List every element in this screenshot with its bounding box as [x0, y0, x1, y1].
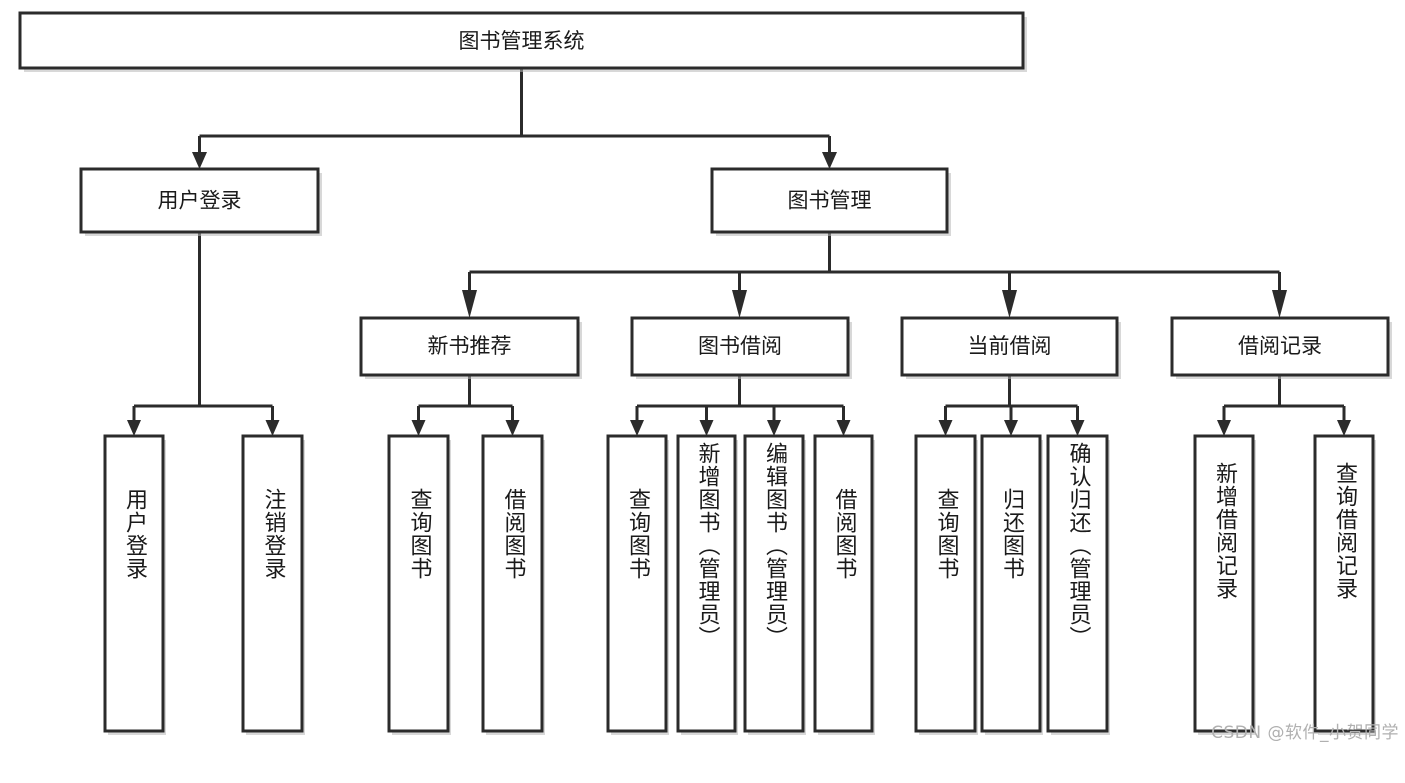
flowchart-canvas: 图书管理系统 用户登录 图书管理 新书推荐 [18, 11, 1399, 743]
node-level2-borrow-records[interactable]: 借阅记录 [1170, 316, 1392, 379]
node-leaf-query-borrow-record[interactable] [1313, 434, 1376, 735]
node-level2-current-borrow-label: 当前借阅 [968, 334, 1052, 358]
connector-layer [127, 68, 1351, 436]
connector-current-to-leaves [938, 375, 1085, 436]
node-level2-book-borrow[interactable]: 图书借阅 [630, 316, 852, 379]
node-leaf-user-login[interactable] [103, 434, 166, 735]
connector-root-to-level1 [192, 68, 837, 169]
csdn-watermark: CSDN @软件_小贺同学 [1211, 723, 1399, 743]
node-leaf-edit-book-admin[interactable] [743, 434, 806, 735]
node-level2-current-borrow[interactable]: 当前借阅 [900, 316, 1121, 379]
node-root[interactable]: 图书管理系统 [18, 11, 1027, 72]
leaf-boxes [103, 434, 1376, 735]
node-leaf-confirm-return-admin[interactable] [1046, 434, 1110, 735]
node-root-label: 图书管理系统 [459, 29, 585, 53]
node-leaf-logout[interactable] [241, 434, 305, 735]
node-leaf-query-book-rec[interactable] [387, 434, 451, 735]
connector-userlogin-to-leaves [127, 232, 280, 436]
node-leaf-return-book[interactable] [980, 434, 1043, 735]
node-leaf-borrow-book[interactable] [813, 434, 875, 735]
node-level2-new-book-recommend-label: 新书推荐 [428, 334, 512, 358]
connector-bookmgmt-to-level2 [462, 232, 1287, 318]
node-leaf-query-book-borrow[interactable] [606, 434, 669, 735]
node-level2-new-book-recommend[interactable]: 新书推荐 [359, 316, 582, 379]
node-level2-book-borrow-label: 图书借阅 [698, 334, 782, 358]
node-level1-book-management[interactable]: 图书管理 [710, 167, 951, 236]
node-leaf-add-book-admin[interactable] [676, 434, 738, 735]
connector-records-to-leaves [1217, 375, 1351, 436]
node-leaf-query-book-current[interactable] [914, 434, 978, 735]
connector-newbook-to-leaves [411, 375, 520, 436]
connector-borrow-to-leaves [630, 375, 851, 436]
node-leaf-add-borrow-record[interactable] [1193, 434, 1256, 735]
functional-structure-diagram: 图书管理系统 用户登录 图书管理 新书推荐 [18, 11, 1392, 735]
node-leaf-borrow-book-rec[interactable] [481, 434, 545, 735]
node-level2-borrow-records-label: 借阅记录 [1238, 334, 1322, 358]
node-level1-user-login[interactable]: 用户登录 [79, 167, 322, 236]
node-level1-book-management-label: 图书管理 [788, 189, 872, 213]
node-level1-user-login-label: 用户登录 [158, 189, 242, 213]
node-layer: 图书管理系统 用户登录 图书管理 新书推荐 [18, 11, 1392, 735]
